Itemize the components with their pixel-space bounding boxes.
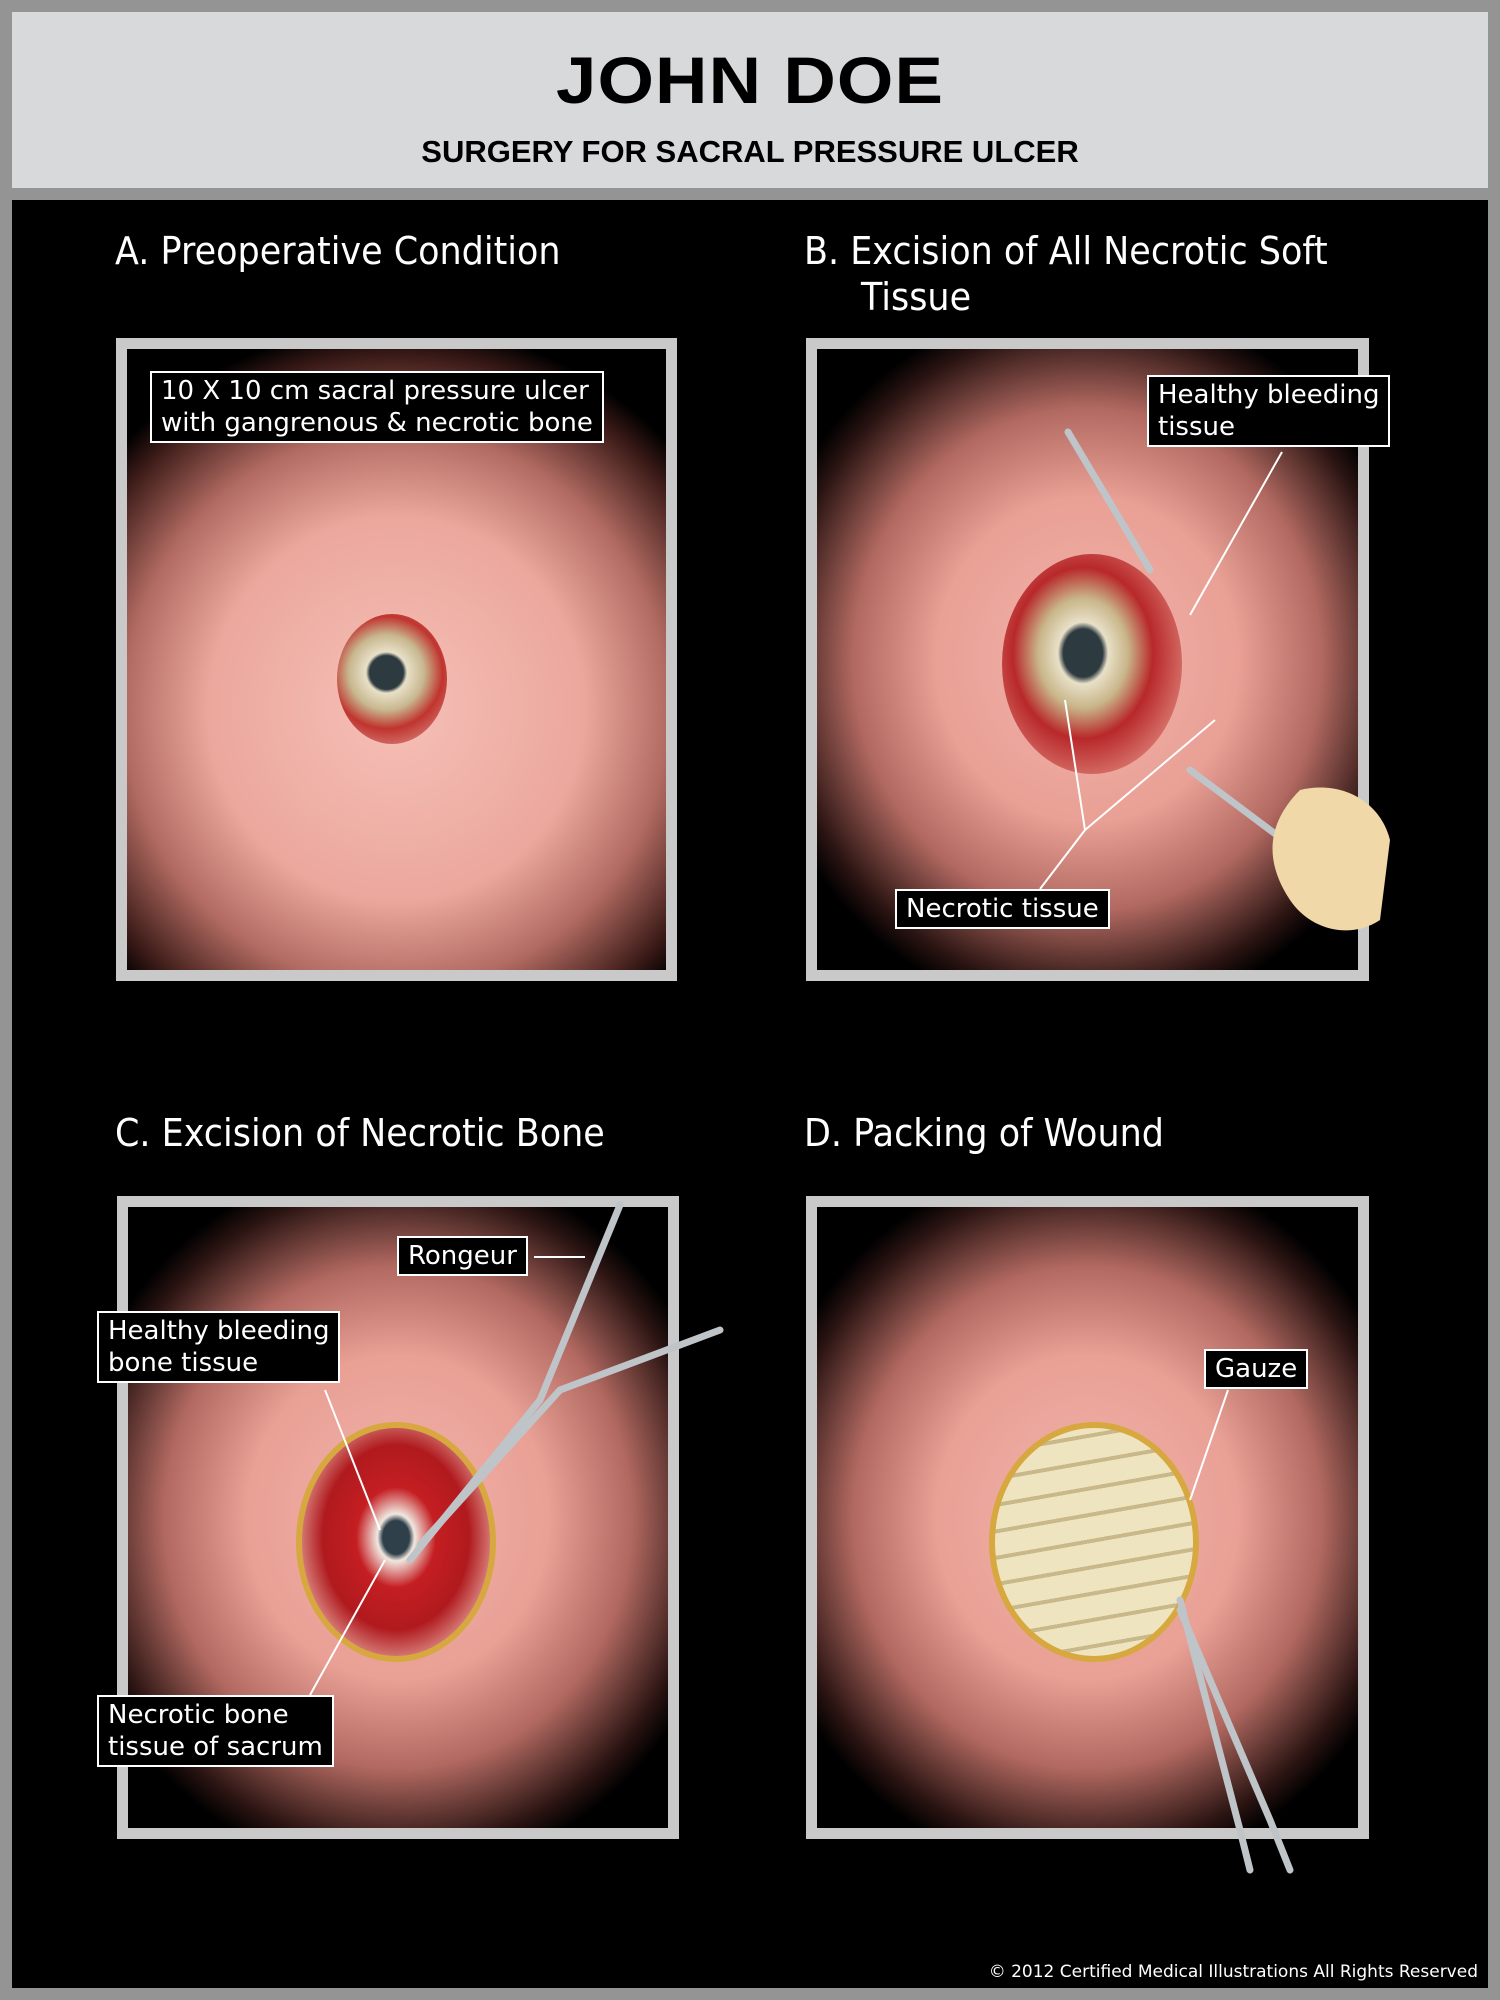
- patient-name: JOHN DOE: [555, 43, 944, 117]
- label-necrotic-tissue: Necrotic tissue: [895, 889, 1110, 929]
- label-necrotic-bone: Necrotic bone tissue of sacrum: [97, 1695, 334, 1767]
- label-healthy-bleeding-tissue: Healthy bleeding tissue: [1147, 375, 1391, 447]
- label-healthy-line2: tissue: [1158, 412, 1235, 442]
- ulcer-wound: [337, 614, 447, 744]
- procedure-subtitle: SURGERY FOR SACRAL PRESSURE ULCER: [421, 134, 1079, 169]
- label-ulcer-line1: 10 X 10 cm sacral pressure ulcer: [161, 376, 589, 406]
- label-healthy-bone: Healthy bleeding bone tissue: [97, 1311, 341, 1383]
- label-healthy-line1: Healthy bleeding: [1158, 380, 1380, 410]
- label-healthy-bone-line2: bone tissue: [108, 1348, 259, 1378]
- label-necrotic-bone-line2: tissue of sacrum: [108, 1732, 323, 1762]
- panel-a-heading: A. Preoperative Condition: [115, 229, 561, 273]
- label-rongeur: Rongeur: [397, 1236, 528, 1276]
- label-ulcer-line2: with gangrenous & necrotic bone: [161, 408, 593, 438]
- label-gauze: Gauze: [1204, 1349, 1309, 1389]
- excised-wound: [1002, 554, 1182, 774]
- panel-a-image: [116, 338, 677, 981]
- bone-wound: [296, 1422, 496, 1662]
- panel-b-heading: B. Excision of All Necrotic Soft: [804, 229, 1328, 273]
- panel-c-heading: C. Excision of Necrotic Bone: [115, 1111, 605, 1155]
- gauze-packing: [989, 1422, 1199, 1662]
- panel-d-heading: D. Packing of Wound: [804, 1111, 1164, 1155]
- label-necrotic-bone-line1: Necrotic bone: [108, 1700, 289, 1730]
- copyright: © 2012 Certified Medical Illustrations A…: [988, 1962, 1478, 1982]
- label-healthy-bone-line1: Healthy bleeding: [108, 1316, 330, 1346]
- label-ulcer: 10 X 10 cm sacral pressure ulcer with ga…: [150, 371, 604, 443]
- panel-d-image: [806, 1196, 1369, 1839]
- header-banner: JOHN DOE SURGERY FOR SACRAL PRESSURE ULC…: [12, 12, 1488, 188]
- panel-b-heading-line2: Tissue: [861, 275, 972, 319]
